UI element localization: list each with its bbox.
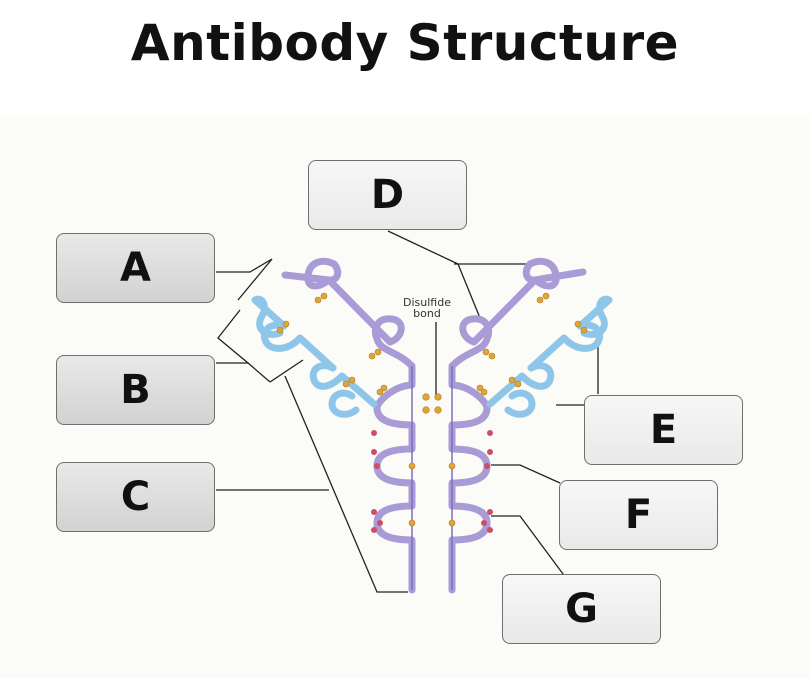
pointer-c-bracket xyxy=(284,375,408,593)
label-box-b[interactable]: B xyxy=(56,355,215,425)
light-chain-left xyxy=(251,295,378,418)
pointer-b-bracket xyxy=(247,362,271,383)
label-box-d[interactable]: D xyxy=(308,160,467,230)
page-title: Antibody Structure xyxy=(130,14,680,72)
pointer-g xyxy=(491,515,567,579)
pointer-a xyxy=(216,258,273,301)
label-box-f[interactable]: F xyxy=(559,480,718,550)
pointer-lines xyxy=(216,230,599,593)
disulfide-bond-label: Disulfide bond xyxy=(392,297,462,319)
label-box-g[interactable]: G xyxy=(502,574,661,644)
carbohydrate-groups xyxy=(371,430,493,533)
light-chain-right xyxy=(486,295,613,418)
pointer-f xyxy=(491,464,561,484)
label-box-a[interactable]: A xyxy=(56,233,215,303)
pointer-b xyxy=(216,309,250,364)
disulfide-bonds xyxy=(276,292,588,527)
pointer-b-bracket2 xyxy=(269,359,304,383)
label-box-e[interactable]: E xyxy=(584,395,743,465)
heavy-chain-inner xyxy=(411,366,453,590)
label-box-c[interactable]: C xyxy=(56,462,215,532)
disulfide-label-line2: bond xyxy=(413,307,441,320)
disulfide-label-line1: Disulfide xyxy=(403,296,451,309)
